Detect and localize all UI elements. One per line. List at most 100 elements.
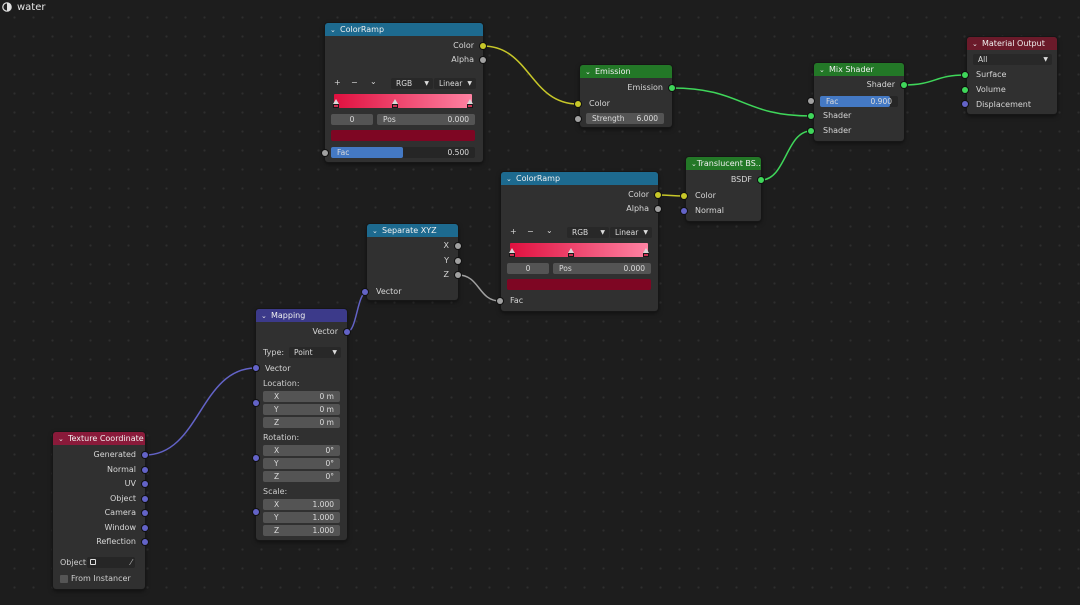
socket-texcoord-camera-out[interactable] <box>142 510 148 516</box>
socket-mix-shader-out[interactable] <box>901 82 907 88</box>
socket-mix-shader2-in[interactable] <box>808 128 814 134</box>
socket-texcoord-normal-out[interactable] <box>142 467 148 473</box>
socket-mapping-rotation-in[interactable] <box>253 455 259 461</box>
link-mapping-separate[interactable] <box>346 291 368 333</box>
socket-separate-x-out[interactable] <box>455 243 461 249</box>
socket-mapping-vector-in[interactable] <box>253 365 259 371</box>
socket-output-surface-in[interactable] <box>962 72 968 78</box>
socket-output-displacement-in[interactable] <box>962 101 968 107</box>
ramp-stop-handle[interactable] <box>333 104 339 108</box>
ramp-stop-handle[interactable] <box>509 248 515 253</box>
collapse-chevron-icon[interactable]: ⌄ <box>330 25 336 34</box>
link-translucent-mixshader[interactable] <box>760 130 812 181</box>
eyedropper-icon[interactable]: ⁄ <box>130 558 132 567</box>
ramp-remove-button[interactable]: − <box>527 227 534 236</box>
ramp-add-button[interactable]: + <box>510 227 517 236</box>
socket-output-volume-in[interactable] <box>962 87 968 93</box>
link-separate-colorramp2[interactable] <box>457 274 501 302</box>
link-emission-mixshader[interactable] <box>671 87 812 117</box>
color-mode-select[interactable]: RGB▼ <box>391 78 433 89</box>
from-instancer-checkbox[interactable] <box>60 575 68 583</box>
socket-colorramp2-fac-in[interactable] <box>497 298 503 304</box>
collapse-chevron-icon[interactable]: ⌄ <box>372 226 378 235</box>
socket-mapping-location-in[interactable] <box>253 400 259 406</box>
ramp-remove-button[interactable]: − <box>351 78 358 87</box>
node-translucent-bsdf[interactable]: ⌄Translucent BS... BSDF Color Normal <box>686 157 761 221</box>
node-header[interactable]: ⌄Emission <box>580 65 672 78</box>
ramp-stop-index[interactable]: 0 <box>507 263 549 274</box>
ramp-stop-handle[interactable] <box>392 99 398 104</box>
node-header[interactable]: ⌄Material Output <box>967 37 1057 50</box>
collapse-chevron-icon[interactable]: ⌄ <box>819 65 825 74</box>
ramp-stop-handle[interactable] <box>643 248 649 253</box>
collapse-chevron-icon[interactable]: ⌄ <box>506 174 512 183</box>
node-colorramp-2[interactable]: ⌄ColorRamp Color Alpha + − ⌄ RGB▼ Linear… <box>501 172 658 311</box>
node-header[interactable]: ⌄Texture Coordinate <box>53 432 145 445</box>
socket-mapping-vector-out[interactable] <box>344 329 350 335</box>
node-material-output[interactable]: ⌄Material Output All▼ Surface Volume Dis… <box>967 37 1057 114</box>
socket-separate-vector-in[interactable] <box>362 289 368 295</box>
node-header[interactable]: ⌄ColorRamp <box>501 172 658 185</box>
socket-translucent-color-in[interactable] <box>681 193 687 199</box>
socket-mapping-scale-in[interactable] <box>253 509 259 515</box>
ramp-stop-handle[interactable] <box>392 104 398 108</box>
object-picker-field[interactable]: ⁄ <box>87 557 135 568</box>
node-header[interactable]: ⌄ColorRamp <box>325 23 483 36</box>
socket-emission-strength-in[interactable] <box>575 116 581 122</box>
ramp-stop-handle[interactable] <box>467 104 473 108</box>
color-ramp-gradient[interactable] <box>334 94 472 108</box>
color-ramp-gradient[interactable] <box>510 243 648 257</box>
node-separate-xyz[interactable]: ⌄Separate XYZ X Y Z Vector <box>367 224 458 300</box>
ramp-stop-handle[interactable] <box>568 253 574 257</box>
collapse-chevron-icon[interactable]: ⌄ <box>691 159 697 168</box>
socket-mix-fac-in[interactable] <box>808 98 814 104</box>
interpolation-select[interactable]: Linear▼ <box>610 227 652 238</box>
socket-colorramp2-color-out[interactable] <box>655 192 661 198</box>
ramp-menu-button[interactable]: ⌄ <box>370 77 377 86</box>
ramp-stop-handle[interactable] <box>568 248 574 253</box>
socket-colorramp1-fac-in[interactable] <box>322 150 328 156</box>
ramp-stop-handle[interactable] <box>333 99 339 104</box>
link-texcoord-mapping[interactable] <box>144 367 257 456</box>
ramp-color-swatch[interactable] <box>331 130 475 141</box>
interpolation-select[interactable]: Linear▼ <box>434 78 476 89</box>
color-mode-select[interactable]: RGB▼ <box>567 227 609 238</box>
socket-translucent-normal-in[interactable] <box>681 208 687 214</box>
mapping-type-select[interactable]: Point▼ <box>289 347 341 358</box>
socket-texcoord-generated-out[interactable] <box>142 452 148 458</box>
socket-texcoord-reflection-out[interactable] <box>142 539 148 545</box>
socket-texcoord-object-out[interactable] <box>142 496 148 502</box>
node-mapping[interactable]: ⌄Mapping Vector Type: Point▼ Vector Loca… <box>256 309 347 540</box>
ramp-color-swatch[interactable] <box>507 279 651 290</box>
node-header[interactable]: ⌄Mapping <box>256 309 347 322</box>
socket-mix-shader1-in[interactable] <box>808 113 814 119</box>
collapse-chevron-icon[interactable]: ⌄ <box>972 39 978 48</box>
socket-separate-z-out[interactable] <box>455 272 461 278</box>
ramp-add-button[interactable]: + <box>334 78 341 87</box>
render-target-select[interactable]: All▼ <box>973 54 1052 65</box>
collapse-chevron-icon[interactable]: ⌄ <box>585 67 591 76</box>
socket-separate-y-out[interactable] <box>455 258 461 264</box>
ramp-stop-index[interactable]: 0 <box>331 114 373 125</box>
socket-texcoord-uv-out[interactable] <box>142 481 148 487</box>
socket-translucent-bsdf-out[interactable] <box>758 177 764 183</box>
node-header[interactable]: ⌄Mix Shader <box>814 63 904 76</box>
socket-colorramp1-color-out[interactable] <box>480 43 486 49</box>
socket-emission-out[interactable] <box>669 85 675 91</box>
socket-emission-color-in[interactable] <box>575 101 581 107</box>
